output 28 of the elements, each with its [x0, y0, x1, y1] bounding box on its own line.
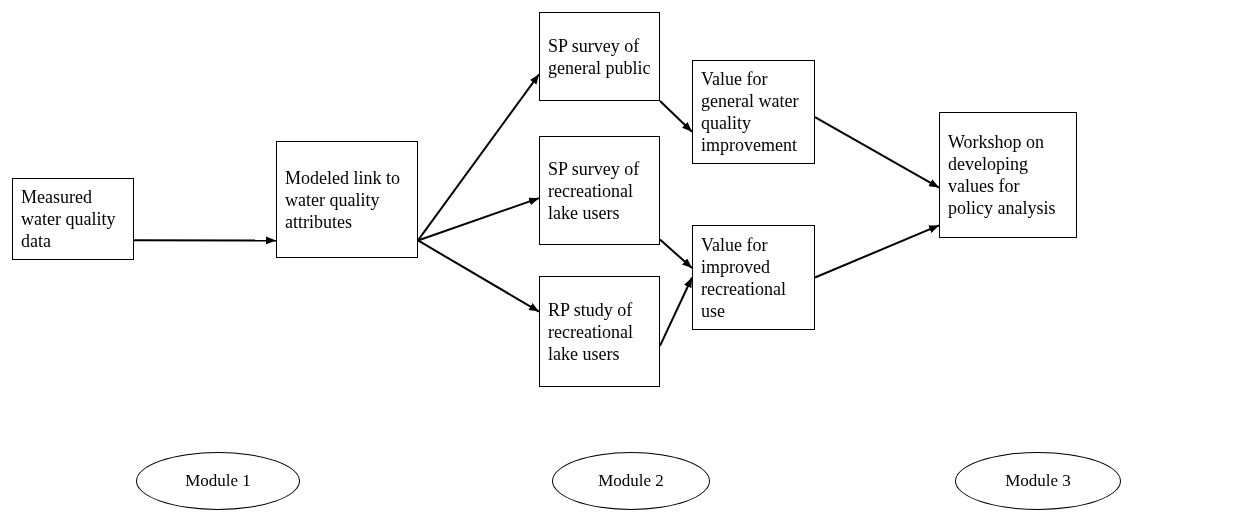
process-box	[539, 276, 660, 387]
node-text: Module 2	[598, 470, 664, 493]
arrow	[814, 116, 940, 189]
process-box	[539, 12, 660, 101]
arrow	[417, 239, 540, 313]
arrow	[659, 100, 693, 133]
node-text: Workshop on developing values for policy analysis	[948, 131, 1057, 219]
process-box	[276, 141, 418, 258]
node-text: Measured water quality data	[21, 186, 117, 252]
node-text: Modeled link to water quality attributes	[285, 166, 401, 233]
process-box	[939, 112, 1077, 238]
arrow	[659, 276, 693, 347]
node-text: SP survey of general public	[548, 34, 651, 79]
process-box	[539, 136, 660, 245]
node-text: RP study of recreational lake users	[548, 298, 634, 365]
node-text: SP survey of recreational lake users	[548, 157, 641, 224]
process-box	[692, 60, 815, 164]
arrow	[133, 236, 277, 245]
node-text: Value for general water quality improvement	[701, 68, 800, 156]
arrow	[417, 73, 540, 242]
node-text: Module 3	[1005, 470, 1071, 493]
node-text: Value for improved recreational use	[701, 233, 787, 322]
process-box	[12, 178, 134, 260]
arrow	[417, 197, 540, 242]
arrow	[814, 224, 940, 279]
process-box	[692, 225, 815, 330]
node-text: Module 1	[185, 470, 251, 493]
arrow	[659, 238, 693, 270]
